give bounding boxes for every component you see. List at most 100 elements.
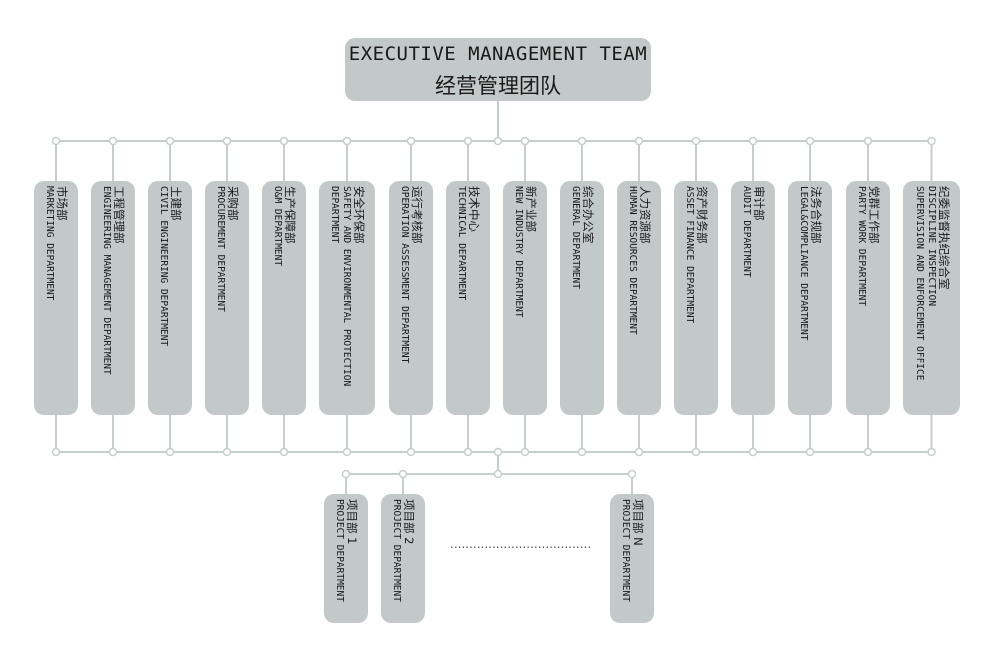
junction-dot	[577, 447, 587, 457]
junction-dot	[406, 136, 416, 146]
junction-dot	[691, 136, 701, 146]
junction-dot	[108, 447, 118, 457]
department-name-zh: 党群工作部	[867, 186, 881, 244]
department-name-zh: 安全环保部	[352, 186, 366, 244]
project-name-en: PROJECT DEPARTMENT	[391, 499, 402, 602]
department-name-en: SUPERVISION AND ENFORCEMENT OFFICE	[914, 186, 925, 381]
department-name-zh: 综合办公室	[581, 186, 595, 244]
junction-dot	[927, 447, 936, 457]
department-name-zh: 纪委监督执纪综合室	[937, 186, 951, 290]
department-name-zh: 生产保障部	[283, 186, 297, 244]
junction-dot	[108, 136, 118, 146]
junction-dot	[520, 136, 530, 146]
project-name-zh: 项目部 2	[402, 499, 416, 545]
department-name-en: O&M DEPARTMENT	[272, 186, 283, 267]
department-name-zh: 工程管理部	[112, 186, 126, 244]
ellipsis: ........................................…	[450, 537, 590, 551]
junction-dot	[805, 136, 815, 146]
junction-dot	[342, 447, 352, 457]
department-name-zh: 法务合规部	[809, 186, 823, 244]
junction-dot	[927, 136, 936, 146]
department-name-zh: 采购部	[226, 186, 240, 221]
department-name-en: NEW INDUSTRY DEPARTMENT	[513, 186, 524, 318]
department-name-en: GENERAL DEPARTMENT	[570, 186, 581, 289]
department-name-en: ENGINEERING MANAGEMENT DEPARTMENT	[101, 186, 112, 375]
department-name-en: SAFETY AND ENVIRONMENTAL PROTECTION	[341, 186, 352, 387]
department-name-zh: 资产财务部	[695, 186, 709, 244]
department-name-zh: 土建部	[169, 186, 183, 221]
junction-dot	[863, 136, 873, 146]
junction-dot	[222, 136, 232, 146]
project-name-en: PROJECT DEPARTMENT	[620, 499, 631, 602]
junction-dot	[279, 447, 289, 457]
junction-dot	[634, 136, 644, 146]
junction-dot	[341, 469, 351, 479]
junction-dot	[493, 136, 503, 146]
junction-dot	[493, 469, 503, 479]
junction-dot	[51, 136, 61, 146]
top-title-zh: 经营管理团队	[435, 74, 561, 98]
project-name-zh: 项目部 1	[345, 499, 359, 545]
junction-dot	[577, 136, 587, 146]
junction-dot	[634, 447, 644, 457]
junction-dot	[493, 447, 503, 457]
department-name-en: DEPARTMENT	[329, 186, 340, 244]
junction-dot	[398, 469, 408, 479]
project-name-en: PROJECT DEPARTMENT	[334, 499, 345, 602]
junction-dot	[51, 447, 61, 457]
junction-dot	[805, 447, 815, 457]
junction-dot	[406, 447, 416, 457]
department-name-en: DISCIPLINE INSPECTION	[926, 186, 937, 307]
junction-dot	[691, 447, 701, 457]
junction-dot	[279, 136, 289, 146]
junction-dot	[463, 447, 473, 457]
junction-dot	[342, 136, 352, 146]
department-name-en: LEGAL&COMPLIANCE DEPARTMENT	[798, 186, 809, 341]
junction-dot	[748, 136, 758, 146]
department-name-en: MARKETING DEPARTMENT	[44, 186, 55, 301]
junction-dot	[863, 447, 873, 457]
department-name-zh: 运行考核部	[410, 186, 424, 244]
executive-management-team-box[interactable]: EXECUTIVE MANAGEMENT TEAM 经营管理团队	[345, 38, 651, 101]
junction-dot	[463, 136, 473, 146]
junction-dot	[627, 469, 637, 479]
department-name-zh: 新产业部	[524, 186, 538, 232]
department-name-zh: 技术中心	[467, 186, 481, 232]
department-name-en: OPERATION ASSESSMENT DEPARTMENT	[399, 186, 410, 364]
department-name-zh: 审计部	[752, 186, 766, 221]
junction-dot	[222, 447, 232, 457]
department-name-zh: 人力资源部	[638, 186, 652, 244]
department-name-zh: 市场部	[55, 186, 69, 221]
department-name-en: PARTY WORK DEPARTMENT	[856, 186, 867, 307]
department-name-en: PROCUREMENT DEPARTMENT	[215, 186, 226, 312]
department-name-en: AUDIT DEPARTMENT	[741, 186, 752, 278]
junction-dot	[165, 447, 175, 457]
junction-dot	[520, 447, 530, 457]
junction-dot	[165, 136, 175, 146]
department-name-en: CIVIL ENGINEERING DEPARTMENT	[158, 186, 169, 347]
project-name-zh: 项目部 N	[631, 499, 645, 546]
department-name-en: TECHNICAL DEPARTMENT	[456, 186, 467, 301]
junction-dot	[748, 447, 758, 457]
top-title-en: EXECUTIVE MANAGEMENT TEAM	[348, 43, 648, 65]
